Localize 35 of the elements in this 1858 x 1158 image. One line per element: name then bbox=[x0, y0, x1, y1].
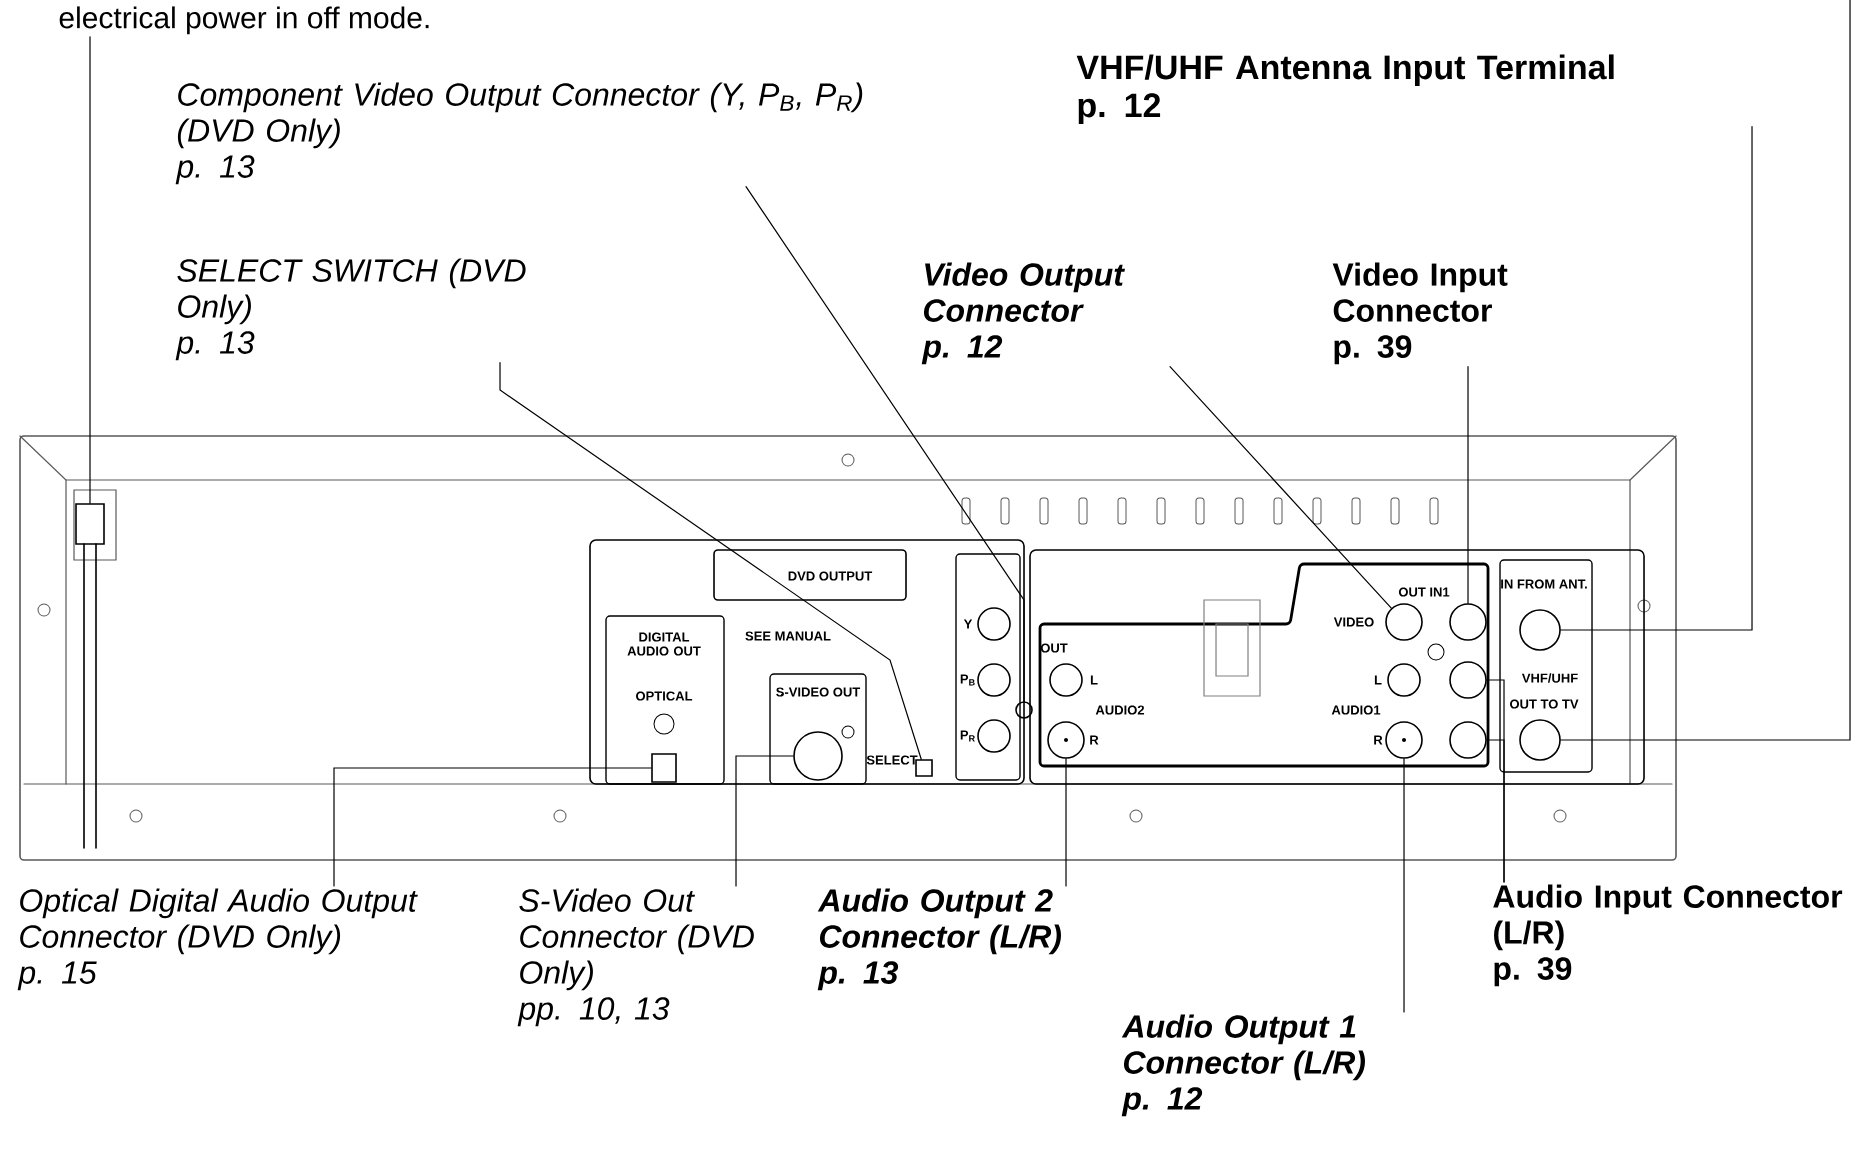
callout-text: VHF/UHF Antenna Input Terminal p. 12 bbox=[1076, 54, 1614, 125]
optical-port bbox=[651, 753, 677, 783]
s-video-jack bbox=[793, 731, 843, 781]
leader-line bbox=[1467, 366, 1469, 604]
leader-line bbox=[1560, 125, 1753, 631]
callout-text: Audio Input Connector (L/R) p. 39 bbox=[1493, 884, 1843, 987]
power-plug bbox=[75, 503, 105, 545]
callout-text: Audio Output 2 Connector (L/R) p. 13 bbox=[817, 888, 1061, 991]
connector-jack bbox=[1047, 721, 1085, 759]
leader-line bbox=[89, 36, 91, 504]
callout-text: Audio Output 1 Connector (L/R) p. 12 bbox=[1121, 1014, 1365, 1117]
connector-jack bbox=[1449, 721, 1487, 759]
callout-text: Component Video Output Connector (Y, P$_{B}$, P$_{R}$) (DVD Only) p. 13 bbox=[175, 82, 863, 185]
antenna-connector bbox=[1519, 609, 1561, 651]
connector-jack bbox=[1015, 701, 1033, 719]
callout-text: Optical Digital Audio Output Connector (DVD Only) p. 15 bbox=[17, 888, 418, 991]
leader-line bbox=[735, 755, 794, 887]
leader-line bbox=[499, 362, 922, 760]
antenna-connector bbox=[1519, 719, 1561, 761]
leader-line bbox=[1065, 758, 1067, 887]
leader-line bbox=[333, 767, 652, 887]
connector-jack bbox=[1449, 603, 1487, 641]
leader-line bbox=[1403, 758, 1405, 1013]
connector-jack bbox=[1385, 721, 1423, 759]
callout-text: electrical power in off mode. bbox=[59, 6, 429, 35]
callout-text: Video Output Connector p. 12 bbox=[921, 262, 1125, 365]
select-switch bbox=[915, 759, 933, 777]
callout-text: Video Input Connector p. 39 bbox=[1332, 262, 1508, 365]
leader-line bbox=[1169, 366, 1392, 609]
connector-jack bbox=[1385, 603, 1423, 641]
callout-text: S-Video Out Connector (DVD Only) pp. 10, 13 bbox=[517, 888, 754, 1027]
callout-text: SELECT SWITCH (DVD Only) p. 13 bbox=[175, 258, 526, 361]
leader-line bbox=[1486, 739, 1505, 883]
leader-line bbox=[1560, 0, 1851, 741]
connector-jack bbox=[1449, 661, 1487, 699]
